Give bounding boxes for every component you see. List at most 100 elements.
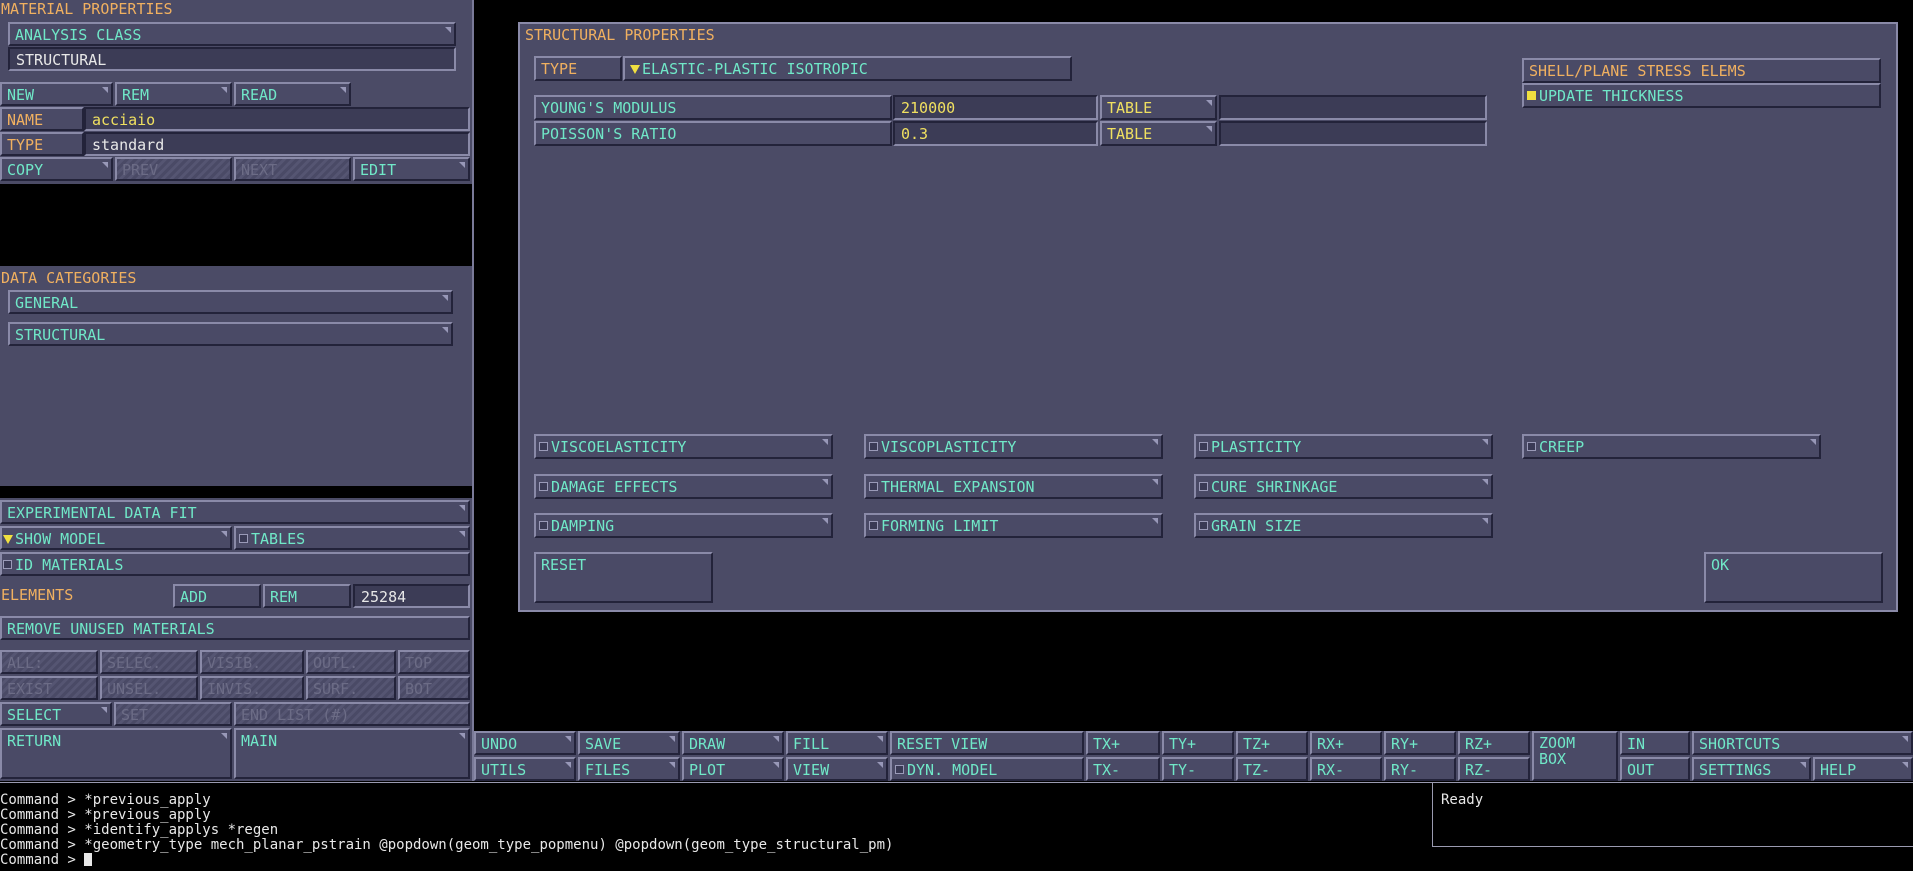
experimental-data-fit-button[interactable]: EXPERIMENTAL DATA FIT: [0, 500, 470, 524]
command-console[interactable]: Command > *previous_apply Command > *pre…: [0, 793, 1430, 871]
sel-all-button[interactable]: ALL:: [0, 650, 98, 674]
ry-minus-button[interactable]: RY-: [1384, 757, 1456, 781]
sel-bot-button[interactable]: BOT: [398, 676, 470, 700]
forming-limit-toggle[interactable]: FORMING LIMIT: [864, 513, 1163, 538]
structural-button[interactable]: STRUCTURAL: [8, 322, 453, 346]
analysis-class-button[interactable]: ANALYSIS CLASS: [8, 22, 456, 46]
utils-button[interactable]: UTILS: [474, 757, 576, 781]
type-field[interactable]: standard: [84, 132, 470, 156]
youngs-table-button[interactable]: TABLE: [1100, 95, 1217, 120]
command-input[interactable]: Command >: [0, 853, 1430, 868]
tx-minus-button[interactable]: TX-: [1086, 757, 1160, 781]
fill-button[interactable]: FILL: [786, 731, 888, 755]
type-label: TYPE: [0, 132, 84, 156]
end-list-button[interactable]: END LIST (#): [234, 702, 470, 726]
name-label: NAME: [0, 107, 84, 131]
grain-size-toggle[interactable]: GRAIN SIZE: [1194, 513, 1493, 538]
reset-view-button[interactable]: RESET VIEW: [890, 731, 1084, 755]
tables-button[interactable]: TABLES: [234, 526, 470, 550]
youngs-modulus-button[interactable]: YOUNG'S MODULUS: [534, 95, 892, 120]
material-properties-panel: MATERIAL PROPERTIES ANALYSIS CLASS STRUC…: [0, 0, 472, 184]
youngs-table-field[interactable]: [1219, 95, 1487, 120]
view-button[interactable]: VIEW: [786, 757, 888, 781]
help-button[interactable]: HELP: [1813, 757, 1913, 781]
copy-button[interactable]: COPY: [0, 157, 113, 181]
rz-minus-button[interactable]: RZ-: [1458, 757, 1530, 781]
tx-plus-button[interactable]: TX+: [1086, 731, 1160, 755]
poissons-table-button[interactable]: TABLE: [1100, 121, 1217, 146]
tz-plus-button[interactable]: TZ+: [1236, 731, 1308, 755]
sel-exist-button[interactable]: EXIST: [0, 676, 98, 700]
id-materials-label: ID MATERIALS: [15, 556, 124, 574]
show-model-button[interactable]: SHOW MODEL: [0, 526, 232, 550]
general-button[interactable]: GENERAL: [8, 290, 453, 314]
return-button[interactable]: RETURN: [0, 728, 232, 779]
rz-plus-button[interactable]: RZ+: [1458, 731, 1530, 755]
plot-button[interactable]: PLOT: [682, 757, 784, 781]
files-button[interactable]: FILES: [578, 757, 680, 781]
ok-button[interactable]: OK: [1704, 552, 1883, 603]
plasticity-toggle[interactable]: PLASTICITY: [1194, 434, 1493, 459]
update-thickness-toggle[interactable]: UPDATE THICKNESS: [1522, 83, 1881, 108]
name-field[interactable]: acciaio: [84, 107, 470, 131]
grain-size-checkbox-icon: [1199, 521, 1208, 530]
damage-effects-checkbox-icon: [539, 482, 548, 491]
elements-label: ELEMENTS: [1, 586, 74, 604]
save-button[interactable]: SAVE: [578, 731, 680, 755]
reset-button[interactable]: RESET: [534, 552, 713, 603]
main-button[interactable]: MAIN: [234, 728, 470, 779]
damping-toggle[interactable]: DAMPING: [534, 513, 833, 538]
viscoelasticity-toggle[interactable]: VISCOELASTICITY: [534, 434, 833, 459]
edit-button[interactable]: EDIT: [353, 157, 470, 181]
ry-plus-button[interactable]: RY+: [1384, 731, 1456, 755]
tz-minus-button[interactable]: TZ-: [1236, 757, 1308, 781]
viscoelasticity-checkbox-icon: [539, 442, 548, 451]
ty-minus-button[interactable]: TY-: [1162, 757, 1234, 781]
elements-rem-button[interactable]: REM: [263, 584, 351, 608]
cure-shrinkage-label: CURE SHRINKAGE: [1211, 478, 1338, 496]
dyn-model-label: DYN. MODEL: [907, 761, 998, 779]
poissons-table-field[interactable]: [1219, 121, 1487, 146]
sel-top-button[interactable]: TOP: [398, 650, 470, 674]
ty-plus-button[interactable]: TY+: [1162, 731, 1234, 755]
zoom-out-button[interactable]: OUT: [1620, 757, 1690, 781]
sel-surf-button[interactable]: SURF.: [306, 676, 396, 700]
zoom-box-button[interactable]: ZOOM BOX: [1532, 731, 1618, 781]
draw-button[interactable]: DRAW: [682, 731, 784, 755]
poissons-ratio-field[interactable]: 0.3: [893, 121, 1098, 146]
undo-button[interactable]: UNDO: [474, 731, 576, 755]
shortcuts-button[interactable]: SHORTCUTS: [1692, 731, 1913, 755]
thermal-expansion-toggle[interactable]: THERMAL EXPANSION: [864, 474, 1163, 499]
sel-invis-button[interactable]: INVIS.: [200, 676, 304, 700]
creep-toggle[interactable]: CREEP: [1522, 434, 1821, 459]
creep-label: CREEP: [1539, 438, 1585, 456]
material-type-dropdown[interactable]: ELASTIC-PLASTIC ISOTROPIC: [623, 56, 1072, 81]
poissons-ratio-button[interactable]: POISSON'S RATIO: [534, 121, 892, 146]
cure-shrinkage-toggle[interactable]: CURE SHRINKAGE: [1194, 474, 1493, 499]
elements-add-button[interactable]: ADD: [173, 584, 261, 608]
id-materials-button[interactable]: ID MATERIALS: [0, 552, 470, 576]
type-dropdown-arrow-icon: [630, 65, 640, 74]
damage-effects-toggle[interactable]: DAMAGE EFFECTS: [534, 474, 833, 499]
zoom-in-button[interactable]: IN: [1620, 731, 1690, 755]
viscoplasticity-toggle[interactable]: VISCOPLASTICITY: [864, 434, 1163, 459]
rx-plus-button[interactable]: RX+: [1310, 731, 1382, 755]
new-button[interactable]: NEW: [0, 82, 113, 106]
damage-effects-label: DAMAGE EFFECTS: [551, 478, 678, 496]
sel-visib-button[interactable]: VISIB.: [200, 650, 304, 674]
youngs-modulus-field[interactable]: 210000: [893, 95, 1098, 120]
console-line: Command > *previous_apply: [0, 807, 211, 823]
set-button[interactable]: SET: [114, 702, 232, 726]
settings-button[interactable]: SETTINGS: [1692, 757, 1811, 781]
sel-selec-button[interactable]: SELEC.: [100, 650, 198, 674]
rem-button[interactable]: REM: [115, 82, 232, 106]
sel-unsel-button[interactable]: UNSEL.: [100, 676, 198, 700]
next-button[interactable]: NEXT: [234, 157, 351, 181]
rx-minus-button[interactable]: RX-: [1310, 757, 1382, 781]
sel-outl-button[interactable]: OUTL.: [306, 650, 396, 674]
prev-button[interactable]: PREV: [115, 157, 232, 181]
select-button[interactable]: SELECT: [0, 702, 112, 726]
read-button[interactable]: READ: [234, 82, 351, 106]
dyn-model-button[interactable]: DYN. MODEL: [890, 757, 1084, 781]
remove-unused-materials-button[interactable]: REMOVE UNUSED MATERIALS: [0, 616, 470, 640]
